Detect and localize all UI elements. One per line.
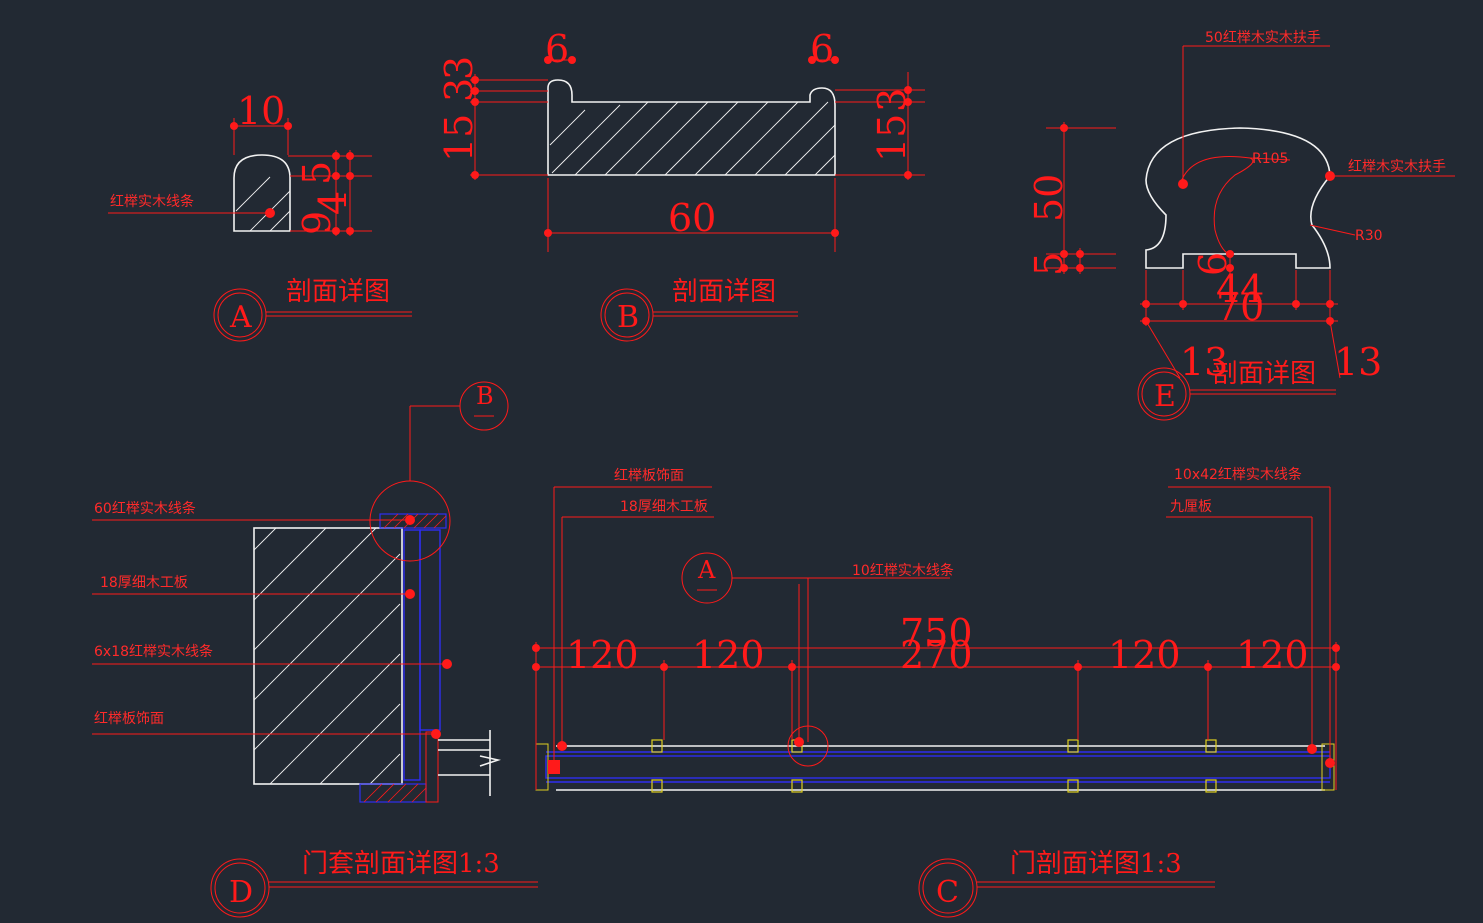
dim-b-3-left-a: 3: [437, 78, 481, 102]
tag-b: B: [617, 300, 639, 335]
title-a: 剖面详图: [286, 277, 390, 307]
dim-b-3-right: 3: [870, 88, 914, 112]
title-b: 剖面详图: [672, 277, 776, 307]
panel-b-detail: 6 6 15 3 3 15 3 60 B 剖面详图: [437, 27, 925, 342]
dim-b-3-left-b: 3: [437, 56, 481, 80]
tag-c: C: [936, 875, 959, 910]
note-d-facing: 红榉板饰面: [94, 711, 164, 727]
title-e: 剖面详图: [1212, 359, 1316, 389]
panel-c-detail: 750 120 120 270 120 120 红榉板饰面 18厚细木工板 A …: [532, 466, 1340, 918]
dim-b-6-right: 6: [810, 27, 834, 71]
note-e-handrail-side: 红榉木实木扶手: [1348, 159, 1446, 175]
note-c-face: 红榉板饰面: [614, 468, 684, 484]
dim-c-seg-1: 120: [566, 633, 639, 677]
note-d-6x18strip: 6x18红榉实木线条: [94, 643, 213, 660]
note-e-handrail-top: 50红榉木实木扶手: [1205, 30, 1321, 46]
note-c-board: 18厚细木工板: [620, 499, 708, 515]
dim-e-6: 6: [1191, 252, 1235, 276]
dim-a-5: 5: [295, 161, 339, 185]
note-d-18board: 18厚细木工板: [100, 575, 188, 591]
dim-c-seg-3: 270: [900, 633, 973, 677]
dim-b-60: 60: [668, 196, 716, 240]
note-d-60strip: 60红榉实木线条: [94, 500, 196, 517]
tag-e: E: [1154, 379, 1176, 414]
dim-c-750: 750: [900, 611, 973, 655]
panel-d-detail: B 60红榉实木线条 18厚细木工板 6x18红榉实木线条 红榉板饰面 D 门套…: [92, 381, 538, 918]
dim-c-seg-2: 120: [692, 633, 765, 677]
dim-b-15-left: 15: [437, 114, 481, 162]
dim-c-seg-4: 120: [1108, 633, 1181, 677]
tag-d: D: [229, 875, 253, 910]
note-c-strip10x42: 10x42红榉实木线条: [1174, 466, 1302, 483]
dim-a-4: 4: [311, 191, 355, 215]
title-d: 门套剖面详图1:3: [302, 849, 500, 879]
tag-a: A: [229, 300, 252, 335]
dim-e-70: 70: [1216, 285, 1264, 329]
note-e-r30: R30: [1355, 228, 1383, 244]
dim-b-15-right: 15: [870, 114, 914, 162]
dim-e-5: 5: [1027, 252, 1071, 276]
note-c-strip10: 10红榉实木线条: [852, 562, 954, 579]
dim-e-13-right: 13: [1334, 340, 1382, 384]
dim-c-seg-5: 120: [1236, 633, 1309, 677]
dim-b-6-left: 6: [545, 27, 569, 71]
title-c: 门剖面详图1:3: [1010, 849, 1182, 879]
dim-a-width: 10: [237, 89, 285, 133]
note-a-strip: 红榉实木线条: [110, 193, 194, 210]
note-e-r105: R105: [1252, 151, 1288, 167]
panel-a-detail: 10 9 4 5 红榉实木线条 A 剖面详图: [108, 89, 412, 342]
dim-e-50: 50: [1027, 174, 1071, 222]
note-c-plywood: 九厘板: [1170, 499, 1212, 515]
dim-a-9: 9: [295, 211, 339, 235]
ref-tag-a: A: [697, 556, 716, 584]
dim-e-44: 44: [1216, 267, 1264, 311]
ref-tag-b: B: [476, 382, 494, 410]
panel-e-detail: R105 R30 50红榉木实木扶手 红榉木实木扶手 50 5 6 44 70 …: [1027, 30, 1455, 421]
dim-e-13-left: 13: [1180, 340, 1228, 384]
